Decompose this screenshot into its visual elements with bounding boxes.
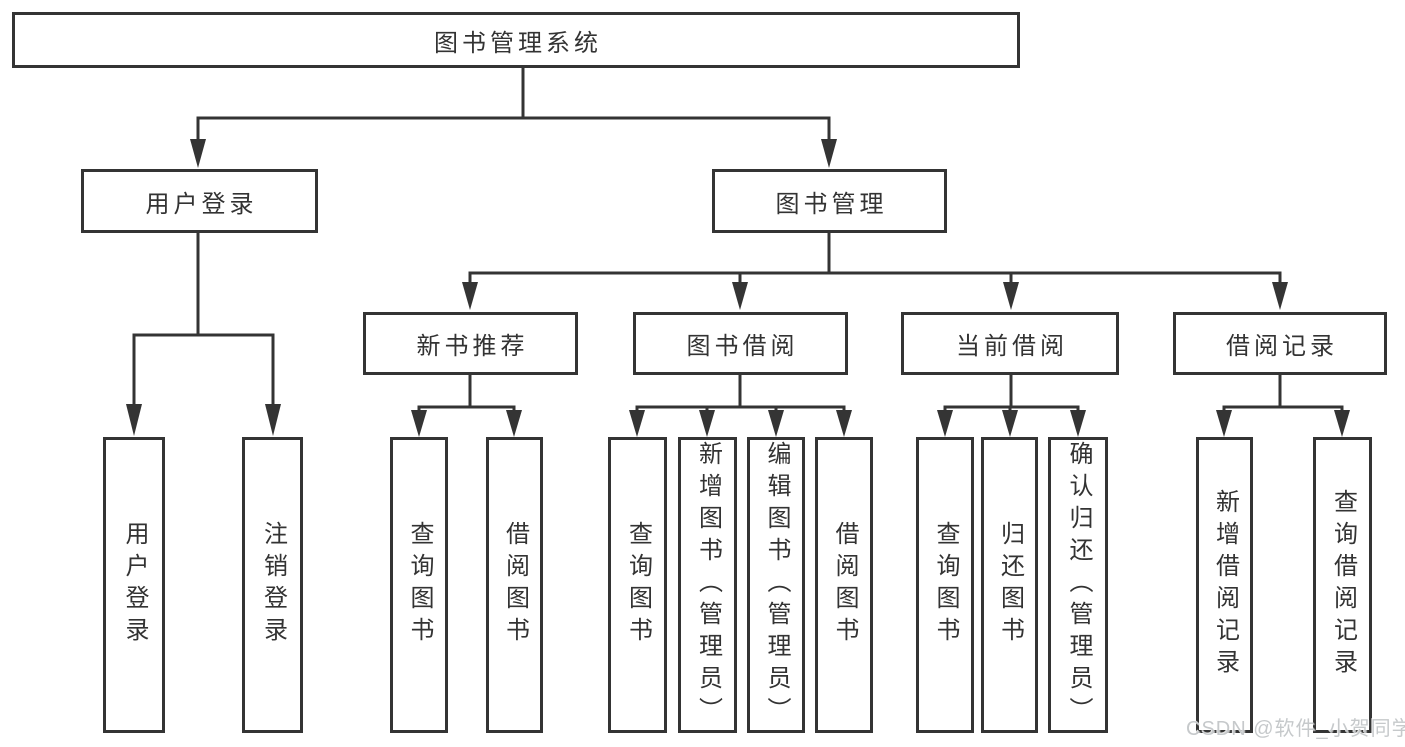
leaf-edit-books-admin: 编辑图书（管理员） — [747, 437, 805, 733]
arrowheads-new-book-recommend — [411, 410, 522, 437]
node-new-book-recommend: 新书推荐 — [363, 312, 578, 375]
connector-user-login-subtree — [132, 233, 275, 408]
arrowheads-current-borrow — [937, 410, 1086, 437]
node-user-login: 用户登录 — [81, 169, 318, 233]
leaf-return-books: 归还图书 — [981, 437, 1038, 733]
leaf-recommend-borrow-books: 借阅图书 — [486, 437, 543, 733]
leaf-add-borrow-record: 新增借阅记录 — [1196, 437, 1253, 733]
csdn-watermark: CSDN @软件_小贺同学 — [1186, 718, 1405, 740]
leaf-recommend-query-books: 查询图书 — [390, 437, 448, 733]
connector-borrow-records-leaves — [1222, 373, 1344, 412]
leaf-current-query-books: 查询图书 — [916, 437, 974, 733]
connector-current-borrow-leaves — [943, 373, 1080, 412]
connector-book-management-to-level3 — [468, 233, 1282, 284]
connector-root-to-level2 — [196, 66, 831, 142]
arrowheads-user-login-leaves — [126, 404, 281, 436]
leaf-logout: 注销登录 — [242, 437, 303, 733]
node-current-borrow: 当前借阅 — [901, 312, 1119, 375]
leaf-borrow-books: 借阅图书 — [815, 437, 873, 733]
arrowheads-level2 — [190, 139, 837, 168]
leaf-confirm-return-admin: 确认归还（管理员） — [1048, 437, 1108, 733]
leaf-add-books-admin: 新增图书（管理员） — [678, 437, 737, 733]
node-book-management: 图书管理 — [712, 169, 947, 233]
leaf-user-login: 用户登录 — [103, 437, 165, 733]
connector-new-book-recommend-leaves — [417, 373, 516, 412]
arrowheads-borrow-records — [1216, 410, 1350, 437]
arrowheads-level3 — [462, 282, 1288, 310]
node-borrow-records: 借阅记录 — [1173, 312, 1387, 375]
connector-book-borrow-leaves — [635, 373, 846, 412]
leaf-borrow-query-books: 查询图书 — [608, 437, 667, 733]
leaf-query-borrow-record: 查询借阅记录 — [1313, 437, 1372, 733]
arrowheads-book-borrow — [629, 410, 852, 437]
node-book-borrow: 图书借阅 — [633, 312, 848, 375]
node-library-system: 图书管理系统 — [12, 12, 1020, 68]
